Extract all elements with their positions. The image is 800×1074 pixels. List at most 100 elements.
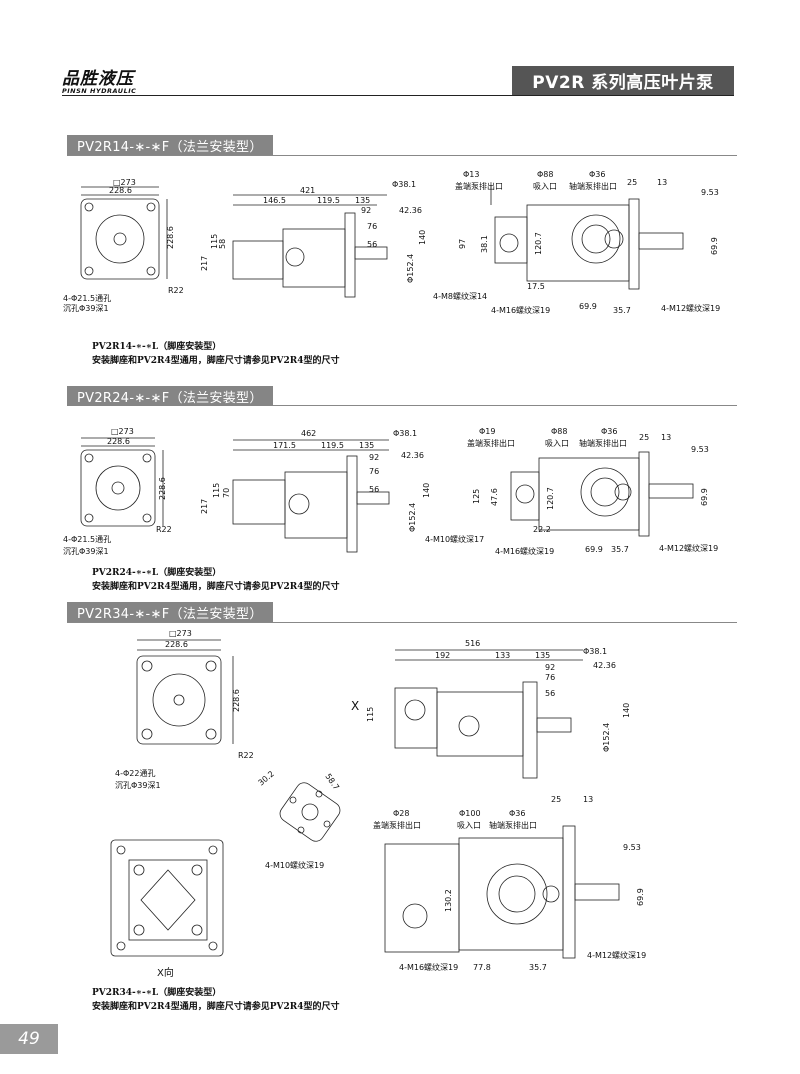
note-title: PV2R34-∗-∗L（脚座安装型） xyxy=(92,988,222,998)
svg-text:吸入口: 吸入口 xyxy=(457,821,481,830)
svg-text:9.53: 9.53 xyxy=(691,445,709,454)
svg-text:56: 56 xyxy=(369,485,379,494)
svg-text:35.7: 35.7 xyxy=(613,306,631,315)
svg-text:Φ36: Φ36 xyxy=(589,170,605,179)
svg-text:Φ100: Φ100 xyxy=(459,809,481,818)
svg-text:42.36: 42.36 xyxy=(399,206,422,215)
svg-text:58.7: 58.7 xyxy=(323,772,341,792)
svg-text:4-M12螺纹深19: 4-M12螺纹深19 xyxy=(587,950,646,960)
page-number: 49 xyxy=(0,1024,58,1054)
svg-text:228.6: 228.6 xyxy=(232,689,241,712)
svg-text:13: 13 xyxy=(583,795,593,804)
svg-text:119.5: 119.5 xyxy=(317,196,340,205)
svg-text:□273: □273 xyxy=(169,629,192,638)
note-title: PV2R14-∗-∗L（脚座安装型） xyxy=(92,342,222,352)
svg-text:4-M12螺纹深19: 4-M12螺纹深19 xyxy=(659,543,718,553)
svg-text:Φ152.4: Φ152.4 xyxy=(406,254,415,283)
section-title: PV2R24-∗-∗F（法兰安装型） xyxy=(67,386,273,406)
svg-text:R22: R22 xyxy=(238,751,254,760)
svg-text:146.5: 146.5 xyxy=(263,196,286,205)
svg-text:69.9: 69.9 xyxy=(585,545,603,554)
series-title: PV2R 系列高压叶片泵 xyxy=(512,66,734,95)
section-rule xyxy=(67,405,737,406)
svg-text:Φ38.1: Φ38.1 xyxy=(583,647,607,656)
dim-side: 228.6 xyxy=(166,226,175,249)
svg-text:421: 421 xyxy=(300,186,315,195)
svg-text:115: 115 xyxy=(212,483,221,498)
note-foot-mount: PV2R24-∗-∗L（脚座安装型） 安装脚座和PV2R4型通用，脚座尺寸请参见… xyxy=(92,566,340,594)
svg-text:R22: R22 xyxy=(156,525,172,534)
svg-text:140: 140 xyxy=(422,483,431,498)
svg-text:4-M8螺纹深14: 4-M8螺纹深14 xyxy=(433,291,487,301)
note-foot-mount: PV2R14-∗-∗L（脚座安装型） 安装脚座和PV2R4型通用，脚座尺寸请参见… xyxy=(92,340,340,368)
svg-text:192: 192 xyxy=(435,651,450,660)
brand-name: 品胜液压 xyxy=(62,69,134,89)
svg-text:Φ19: Φ19 xyxy=(479,427,495,436)
svg-text:47.6: 47.6 xyxy=(490,488,499,506)
svg-text:轴端泵排出口: 轴端泵排出口 xyxy=(579,438,627,448)
end-view: Φ28 盖端泵排出口 Φ100 吸入口 Φ36 轴端泵排出口 25 13 9.5… xyxy=(373,795,646,972)
svg-text:盖端泵排出口: 盖端泵排出口 xyxy=(455,181,503,191)
svg-text:69.9: 69.9 xyxy=(579,302,597,311)
svg-text:133: 133 xyxy=(495,651,510,660)
drawing-pv2r24: □273 228.6 228.6 R22 4-Φ21.5通孔 沉孔Φ39深1 4… xyxy=(63,427,718,556)
svg-text:30.2: 30.2 xyxy=(257,769,276,787)
svg-text:Φ38.1: Φ38.1 xyxy=(392,180,416,189)
note-text: 安装脚座和PV2R4型通用，脚座尺寸请参见PV2R4型的尺寸 xyxy=(92,1002,340,1012)
front-view: □273 228.6 228.6 R22 4-Φ21.5通孔 沉孔Φ39深1 xyxy=(63,427,172,556)
svg-text:217: 217 xyxy=(200,256,209,271)
svg-text:115: 115 xyxy=(210,234,219,249)
svg-text:□273: □273 xyxy=(111,427,134,436)
hole-spec: 4-Φ21.5通孔 xyxy=(63,293,111,303)
svg-text:9.53: 9.53 xyxy=(623,843,641,852)
section-title: PV2R14-∗-∗F（法兰安装型） xyxy=(67,135,273,155)
svg-text:4-M16螺纹深19: 4-M16螺纹深19 xyxy=(491,305,550,315)
svg-text:沉孔Φ39深1: 沉孔Φ39深1 xyxy=(115,781,161,790)
svg-text:轴端泵排出口: 轴端泵排出口 xyxy=(569,181,617,191)
note-text: 安装脚座和PV2R4型通用，脚座尺寸请参见PV2R4型的尺寸 xyxy=(92,582,340,592)
svg-text:69.9: 69.9 xyxy=(636,888,645,906)
svg-text:135: 135 xyxy=(535,651,550,660)
svg-text:25: 25 xyxy=(627,178,637,187)
svg-text:130.2: 130.2 xyxy=(444,889,453,912)
svg-text:135: 135 xyxy=(359,441,374,450)
svg-text:35.7: 35.7 xyxy=(611,545,629,554)
front-view: □273 228.6 228.6 R22 4-Φ22通孔 沉孔Φ39深1 xyxy=(115,629,254,790)
svg-text:171.5: 171.5 xyxy=(273,441,296,450)
svg-text:120.7: 120.7 xyxy=(546,487,555,510)
dim-square: □273 xyxy=(113,178,136,187)
note-title: PV2R24-∗-∗L（脚座安装型） xyxy=(92,568,222,578)
svg-text:Φ36: Φ36 xyxy=(601,427,617,436)
svg-text:Φ28: Φ28 xyxy=(393,809,409,818)
svg-text:4-M12螺纹深19: 4-M12螺纹深19 xyxy=(661,303,720,313)
svg-text:119.5: 119.5 xyxy=(321,441,344,450)
drawing-pv2r34: □273 228.6 228.6 R22 4-Φ22通孔 沉孔Φ39深1 516… xyxy=(110,629,646,979)
side-view: 462 171.5 119.5 135 92 76 56 217 115 70 … xyxy=(200,429,431,553)
svg-text:115: 115 xyxy=(366,707,375,722)
drawing-pv2r14: □273 228.6 228.6 R22 4-Φ21.5通孔 沉孔Φ39深1 4… xyxy=(63,170,720,315)
section-rule xyxy=(67,155,737,156)
svg-text:25: 25 xyxy=(639,433,649,442)
svg-text:228.6: 228.6 xyxy=(158,477,167,500)
svg-text:9.53: 9.53 xyxy=(701,188,719,197)
svg-text:吸入口: 吸入口 xyxy=(533,182,557,191)
end-view: Φ13 盖端泵排出口 Φ88 吸入口 Φ36 轴端泵排出口 25 13 9.53… xyxy=(433,170,720,315)
counterbore-spec: 沉孔Φ39深1 xyxy=(63,304,109,313)
svg-text:92: 92 xyxy=(361,206,371,215)
svg-text:140: 140 xyxy=(418,230,427,245)
svg-text:4-M10螺纹深17: 4-M10螺纹深17 xyxy=(425,534,484,544)
svg-text:140: 140 xyxy=(622,703,631,718)
side-view: 516 192 133 135 92 76 56 X 115 Φ38.1 42.… xyxy=(351,639,631,779)
note-text: 安装脚座和PV2R4型通用，脚座尺寸请参见PV2R4型的尺寸 xyxy=(92,356,340,366)
view-marker-x: X xyxy=(351,699,359,713)
svg-text:4-M10螺纹深19: 4-M10螺纹深19 xyxy=(265,860,324,870)
svg-text:70: 70 xyxy=(222,488,231,498)
x-view-label: X向 xyxy=(157,966,174,979)
svg-text:97: 97 xyxy=(458,239,467,249)
svg-text:77.8: 77.8 xyxy=(473,963,491,972)
svg-text:吸入口: 吸入口 xyxy=(545,439,569,448)
end-view: Φ19 盖端泵排出口 Φ88 吸入口 Φ36 轴端泵排出口 25 13 9.53… xyxy=(425,427,718,556)
svg-text:56: 56 xyxy=(545,689,555,698)
svg-text:4-M16螺纹深19: 4-M16螺纹深19 xyxy=(495,546,554,556)
svg-text:228.6: 228.6 xyxy=(165,640,188,649)
